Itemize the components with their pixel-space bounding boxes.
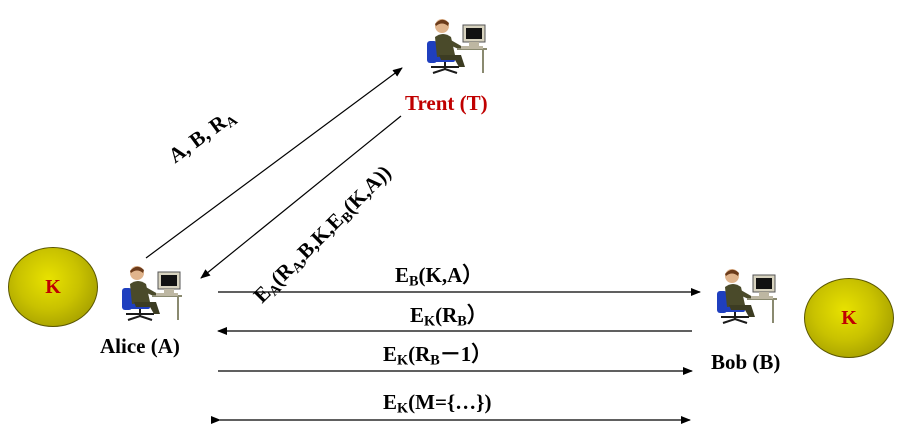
- message-6-sub-1: K: [397, 400, 409, 417]
- message-5-part-2: (R: [408, 342, 431, 366]
- message-4-part-1: E: [410, 303, 425, 327]
- trent-label: Trent (T): [405, 91, 488, 115]
- message-3-part-2: (K,A）: [418, 263, 484, 287]
- arrow-alice-to-trent: [145, 67, 403, 259]
- message-5-part-1: E: [383, 342, 398, 366]
- message-3-part-1: E: [395, 263, 410, 287]
- alice-key-label: K: [45, 275, 61, 298]
- message-3: EB(K,A）: [395, 265, 483, 289]
- message-4-part-2: (R: [435, 303, 458, 327]
- alice-icon: [121, 265, 183, 321]
- message-6-part-1: E: [383, 390, 398, 414]
- alice-label: Alice (A): [100, 334, 180, 358]
- message-4-sub-1: K: [424, 313, 436, 330]
- trent-icon: [426, 18, 488, 74]
- message-6-part-2: (M={…}): [408, 390, 492, 414]
- message-3-sub-1: B: [409, 273, 419, 290]
- bob-label: Bob (B): [711, 350, 781, 374]
- message-5: EK(RB－1）: [383, 344, 492, 368]
- message-5-sub-1: K: [397, 352, 409, 369]
- arrow-trent-to-alice: [200, 115, 402, 279]
- bob-key-circle: K: [804, 278, 894, 358]
- message-5-sub-2: B: [430, 352, 440, 369]
- message-4-sub-2: B: [457, 313, 467, 330]
- bob-key-label: K: [841, 306, 857, 329]
- message-4: EK(RB）: [410, 305, 488, 329]
- alice-key-circle: K: [8, 247, 98, 327]
- message-6: EK(M={…}): [383, 392, 491, 416]
- bob-icon: [716, 268, 778, 324]
- message-5-part-3: －1）: [439, 342, 493, 366]
- message-4-part-3: ）: [466, 303, 488, 327]
